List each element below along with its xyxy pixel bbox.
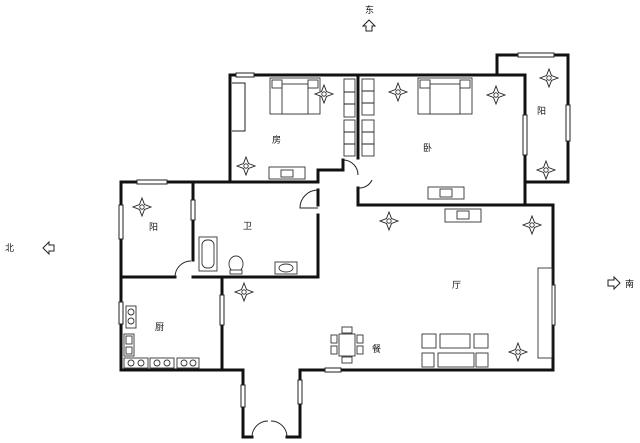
- arrow-right-icon: [607, 275, 621, 291]
- lamp-icon: [132, 197, 152, 217]
- bed-master: [417, 77, 473, 115]
- compass-east-label: 东: [365, 4, 374, 16]
- room-labels: 房 卧 阳 阳 卫 厨 厅 餐: [149, 106, 546, 355]
- lamp-icon: [508, 342, 528, 362]
- lamp-icon: [379, 211, 399, 231]
- windows: [118, 52, 571, 408]
- room-label-bathroom: 卫: [243, 222, 252, 232]
- wardrobe-small: [343, 78, 356, 157]
- room-label-living-room: 厅: [452, 280, 461, 291]
- compass: 东 北 南: [5, 4, 634, 291]
- room-label-balcony-east: 阳: [537, 106, 546, 117]
- room-label-dining: 餐: [372, 343, 381, 355]
- room-label-bedroom-master: 卧: [423, 142, 432, 154]
- compass-north-label: 北: [5, 243, 14, 254]
- lamp-icon: [522, 215, 542, 235]
- room-label-balcony-west: 阳: [149, 222, 158, 233]
- sofa-set: [421, 333, 489, 368]
- compass-south-label: 南: [625, 278, 634, 290]
- lamp-icon: [236, 156, 256, 176]
- room-label-bedroom-small: 房: [272, 134, 281, 146]
- dining-set: [330, 326, 364, 364]
- arrow-up-icon: [361, 19, 377, 32]
- kitchen-appliances: [123, 305, 200, 369]
- lamp-icon: [486, 85, 506, 105]
- wardrobe-master: [361, 78, 375, 157]
- lamp-icon: [539, 68, 559, 88]
- lamp-icon: [388, 82, 408, 102]
- room-label-kitchen: 厨: [155, 322, 164, 333]
- bed-small: [269, 77, 321, 115]
- furniture: [123, 77, 553, 369]
- lamp-icon: [536, 160, 556, 180]
- walls: [119, 53, 570, 439]
- lamp-icon: [234, 282, 254, 302]
- doors: [174, 159, 373, 438]
- arrow-left-icon: [42, 240, 55, 256]
